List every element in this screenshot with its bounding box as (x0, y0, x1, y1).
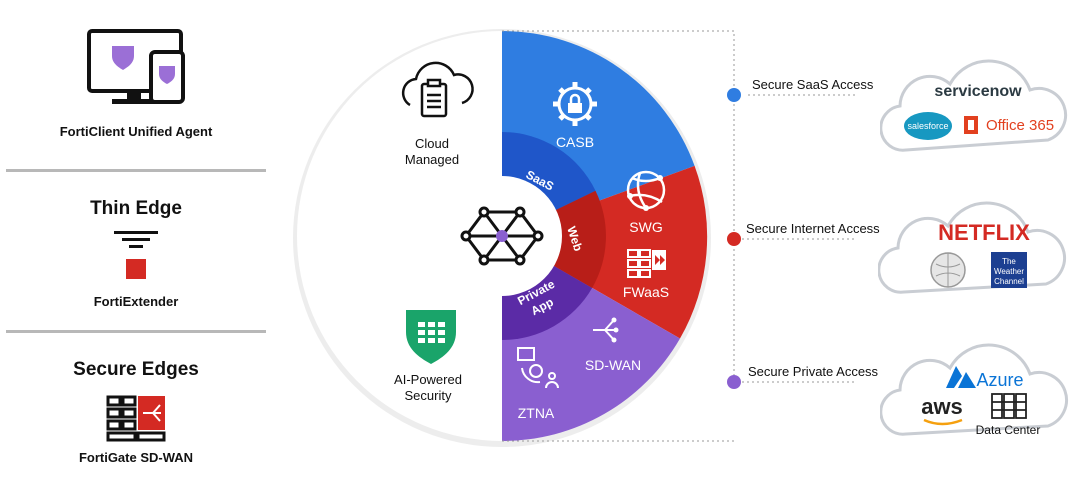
secure-edges-title: Secure Edges (73, 359, 199, 380)
ztna-label: ZTNA (518, 405, 555, 421)
fortiextender-label: FortiExtender (93, 294, 179, 309)
weather-channel-logo (991, 252, 1027, 288)
netflix-logo-text: NETFLIX (938, 220, 1030, 245)
office365-logo-text: Office 365 (986, 117, 1054, 134)
sase-wheel-diagram: SaaS Web Private App Cloud Managed AI-Po… (293, 29, 735, 447)
azure-logo-text: Azure (976, 370, 1023, 390)
servicenow-logo-text: servicenow (934, 83, 1022, 100)
fwaas-label: FWaaS (623, 284, 669, 300)
swg-label: SWG (629, 219, 662, 235)
data-center-icon (991, 393, 1027, 419)
private-cloud: Azure aws Data Center (880, 343, 1069, 437)
weather-logo-text-2: Weather (994, 267, 1024, 276)
ai-security-label-1: AI-Powered (394, 372, 462, 387)
azure-icon (946, 366, 976, 388)
divider (6, 169, 266, 172)
forticlient-device-icon (87, 29, 185, 104)
cloud-clipboard-icon (401, 61, 474, 118)
saas-access-dot (727, 88, 741, 102)
fortigate-sdwan-label: FortiGate SD-WAN (78, 450, 194, 465)
secure-internet-access-label: Secure Internet Access (746, 221, 880, 236)
aws-logo-text: aws (921, 394, 963, 419)
thin-edge-title: Thin Edge (90, 198, 182, 219)
secure-saas-access-label: Secure SaaS Access (752, 77, 874, 92)
fwaas-firewall-icon (627, 249, 651, 278)
ztna-access-icon (517, 347, 559, 389)
security-shield-icon (406, 310, 456, 364)
fortiextender-icon (114, 231, 158, 279)
cloud-managed-label-2: Managed (405, 152, 459, 167)
divider (6, 330, 266, 333)
weather-logo-text-1: The (1002, 257, 1016, 266)
fortigate-sdwan-icon (106, 395, 166, 442)
internet-cloud: NETFLIX The Weather Channel (878, 201, 1067, 294)
connector-line (502, 30, 735, 383)
internet-access-dot (727, 232, 741, 246)
casb-label: CASB (556, 134, 594, 150)
cloud-managed-label-1: Cloud (415, 136, 449, 151)
secure-private-access-label: Secure Private Access (748, 364, 879, 379)
data-center-label: Data Center (976, 423, 1041, 437)
salesforce-logo-text: salesforce (907, 121, 948, 131)
weather-logo-text-3: Channel (994, 277, 1024, 286)
saas-cloud: servicenow salesforce Office 365 (880, 59, 1068, 152)
private-access-dot (727, 375, 741, 389)
dotted-leaders (742, 94, 856, 383)
ai-security-label-2: Security (405, 388, 452, 403)
forticlient-label: FortiClient Unified Agent (59, 124, 213, 139)
casb-gear-lock-icon (553, 82, 597, 126)
salesforce-cloud-icon (904, 112, 952, 140)
sdwan-label: SD-WAN (585, 357, 641, 373)
aws-smile-icon (923, 418, 963, 426)
